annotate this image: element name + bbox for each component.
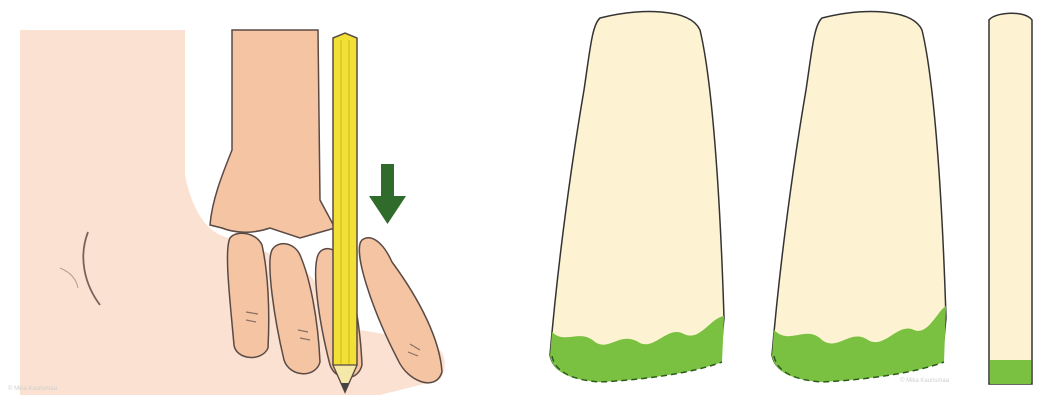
hand-icon xyxy=(210,30,335,238)
finger-index xyxy=(227,233,268,357)
insole-side-strip-band xyxy=(990,360,1031,384)
foot-tracing-illustration xyxy=(20,30,445,395)
watermark-left: © Mika Kaurismaa xyxy=(8,386,57,392)
insole-right xyxy=(772,12,946,380)
insole-outlines xyxy=(550,12,1032,384)
pencil-icon xyxy=(333,33,357,392)
insole-side-strip xyxy=(989,13,1032,384)
insole-left xyxy=(550,12,724,380)
watermark-right: © Mika Kaurismaa xyxy=(900,378,949,384)
down-arrow-icon xyxy=(369,164,406,224)
